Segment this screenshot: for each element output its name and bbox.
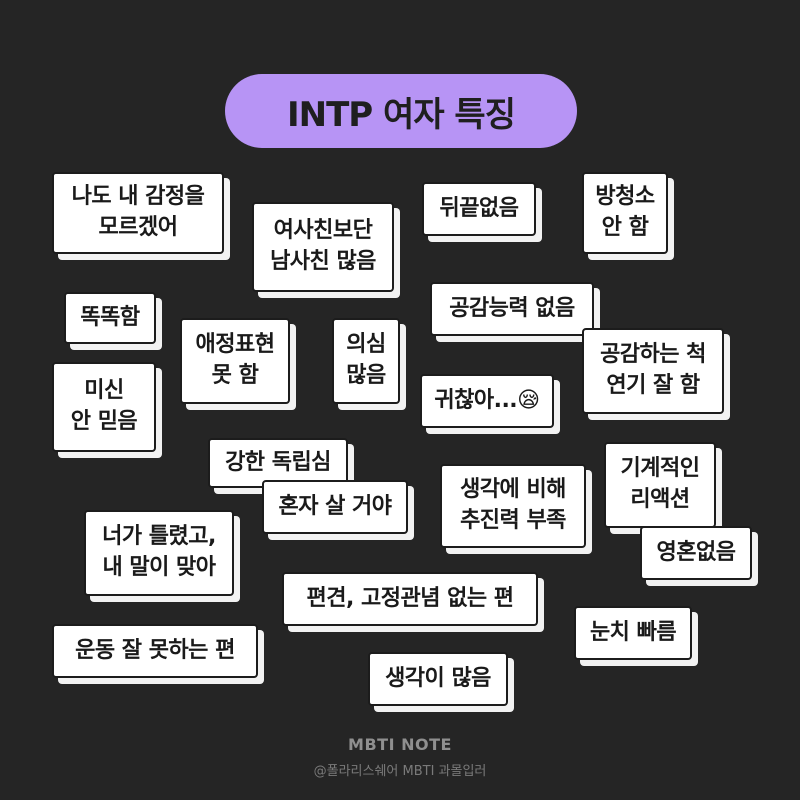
trait-card: 생각이 많음 xyxy=(368,652,508,706)
trait-card: 생각에 비해 추진력 부족 xyxy=(440,464,586,548)
trait-card: 여사친보단 남사친 많음 xyxy=(252,202,394,292)
page-title: INTP 여자 특징 xyxy=(225,74,577,148)
brand-label: MBTI NOTE xyxy=(348,735,452,754)
trait-card: 영혼없음 xyxy=(640,526,752,580)
trait-card: 기계적인 리액션 xyxy=(604,442,716,528)
trait-card: 미신 안 믿음 xyxy=(52,362,156,452)
trait-card: 똑똑함 xyxy=(64,292,156,344)
trait-card: 귀찮아...😪 xyxy=(420,374,554,428)
trait-card: 눈치 빠름 xyxy=(574,606,692,660)
trait-card: 나도 내 감정을 모르겠어 xyxy=(52,172,224,254)
trait-card: 공감능력 없음 xyxy=(430,282,594,336)
trait-card: 애정표현 못 함 xyxy=(180,318,290,404)
trait-card: 편견, 고정관념 없는 편 xyxy=(282,572,538,626)
trait-card: 뒤끝없음 xyxy=(422,182,536,236)
trait-card: 혼자 살 거야 xyxy=(262,480,408,534)
trait-card: 강한 독립심 xyxy=(208,438,348,488)
trait-card: 너가 틀렸고, 내 말이 맞아 xyxy=(84,510,234,596)
credit-label: @폴라리스쉐어 MBTI 과몰입러 xyxy=(313,764,487,779)
trait-card: 의심 많음 xyxy=(332,318,400,404)
trait-card: 운동 잘 못하는 편 xyxy=(52,624,258,678)
trait-card: 방청소 안 함 xyxy=(582,172,668,254)
trait-card: 공감하는 척 연기 잘 함 xyxy=(582,328,724,414)
